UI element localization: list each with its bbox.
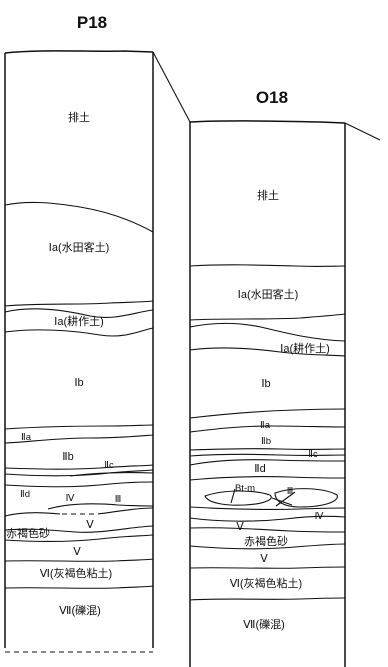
o18-label-iii: Ⅲ bbox=[287, 486, 294, 497]
o18-label-ib: Ⅰb bbox=[261, 378, 270, 390]
o18-boundary-iid bbox=[189, 476, 346, 481]
o18-top-extension bbox=[344, 122, 381, 141]
o18-label-iic: Ⅱc bbox=[308, 449, 318, 460]
o18-label-iv: Ⅳ bbox=[315, 511, 324, 522]
p18-boundary-kosaku-top bbox=[4, 308, 154, 319]
p18-label-iv: Ⅳ bbox=[66, 493, 75, 504]
column-title-p18: P18 bbox=[77, 13, 107, 32]
o18-label-v-upper: Ⅴ bbox=[236, 521, 244, 533]
p18-boundary-kosaku-bottom bbox=[4, 327, 154, 337]
p18-label-iib: Ⅱb bbox=[62, 451, 74, 463]
p18-label-sekikasshoku-sha: 赤褐色砂 bbox=[6, 526, 50, 540]
o18-label-v-lower: Ⅴ bbox=[260, 553, 268, 565]
o18-label-iia: Ⅱa bbox=[260, 420, 271, 431]
column-o18: O18 排土 Ⅰa(水田客土) Ⅰa(耕作土) Ⅰb Ⅱa bbox=[189, 88, 381, 667]
o18-boundary-ia-suiden bbox=[189, 313, 346, 321]
p18-label-ia-kosaku: Ⅰa(耕作土) bbox=[54, 314, 104, 328]
o18-boundary-iib bbox=[189, 448, 346, 451]
o18-label-vii: Ⅶ(礫混) bbox=[243, 617, 285, 631]
p18-boundary-iid bbox=[4, 481, 154, 488]
p18-label-ia-suiden: Ⅰa(水田客土) bbox=[49, 240, 110, 254]
p18-boundary-haido bbox=[4, 201, 154, 233]
o18-boundary-haido bbox=[189, 264, 346, 267]
p18-top-surface bbox=[4, 50, 154, 54]
o18-label-sekikasshoku-sha: 赤褐色砂 bbox=[244, 534, 288, 548]
p18-boundary-iii-iv bbox=[47, 503, 154, 510]
o18-boundary-iic-a bbox=[189, 453, 346, 457]
p18-label-iia: Ⅱa bbox=[21, 432, 32, 443]
p18-boundary-v-lower bbox=[4, 558, 154, 562]
o18-boundary-sekikasshoku bbox=[189, 543, 346, 550]
p18-label-iii: Ⅲ bbox=[115, 494, 122, 505]
p18-boundary-ib bbox=[4, 424, 154, 430]
p18-label-v-lower: Ⅴ bbox=[73, 546, 81, 558]
column-p18: P18 排土 Ⅰa(水田客土) Ⅰa(耕作土) Ⅰb Ⅱa Ⅱb Ⅱ bbox=[4, 13, 191, 653]
o18-btm-lens bbox=[204, 490, 272, 506]
o18-label-iib: Ⅱb bbox=[261, 436, 271, 447]
p18-label-iid: Ⅱd bbox=[20, 489, 30, 500]
o18-boundary-kosaku-bottom bbox=[189, 347, 346, 357]
o18-label-btm: Bt-m bbox=[235, 483, 255, 494]
column-title-o18: O18 bbox=[256, 88, 288, 107]
p18-label-iic: Ⅱc bbox=[104, 460, 114, 471]
o18-boundary-iia bbox=[189, 425, 346, 433]
p18-boundary-iv-v bbox=[4, 512, 61, 517]
o18-label-ia-suiden: Ⅰa(水田客土) bbox=[238, 287, 299, 301]
o18-boundary-v-upper bbox=[189, 527, 346, 533]
o18-top-surface bbox=[189, 120, 346, 124]
o18-label-ia-kosaku: Ⅰa(耕作土) bbox=[280, 341, 330, 355]
p18-boundary-iic-b bbox=[69, 472, 154, 477]
p18-label-ib: Ⅰb bbox=[74, 377, 83, 389]
p18-boundary-v-upper bbox=[4, 525, 154, 533]
profile-link-line bbox=[152, 51, 191, 123]
o18-iii-leader-b bbox=[275, 491, 296, 507]
o18-label-vi: Ⅵ(灰褐色粘土) bbox=[230, 576, 302, 590]
o18-boundary-iv bbox=[189, 515, 346, 522]
p18-boundary-iia bbox=[4, 434, 154, 444]
p18-boundary-iic-a bbox=[4, 469, 154, 477]
o18-label-iid: Ⅱd bbox=[254, 463, 266, 475]
p18-boundary-v-right bbox=[97, 507, 154, 515]
o18-boundary-vi bbox=[189, 597, 346, 601]
p18-boundary-ia-suiden bbox=[4, 300, 154, 307]
o18-btm-leader bbox=[230, 488, 236, 504]
o18-iii-block bbox=[274, 488, 338, 508]
p18-boundary-vi bbox=[4, 585, 154, 589]
p18-label-vii: Ⅶ(礫混) bbox=[59, 603, 101, 617]
o18-boundary-ib bbox=[189, 408, 346, 419]
p18-boundary-sekikasshoku bbox=[4, 534, 154, 542]
p18-label-vi: Ⅵ(灰褐色粘土) bbox=[40, 566, 112, 580]
o18-label-haido: 排土 bbox=[257, 188, 279, 202]
o18-boundary-iic-b bbox=[189, 459, 346, 466]
p18-boundary-iib bbox=[4, 464, 154, 470]
o18-boundary-iii bbox=[189, 506, 346, 510]
o18-boundary-v-lower bbox=[189, 566, 346, 569]
p18-label-haido: 排土 bbox=[68, 110, 90, 124]
o18-boundary-kosaku-top bbox=[189, 322, 346, 342]
p18-label-v-upper: Ⅴ bbox=[86, 519, 94, 531]
